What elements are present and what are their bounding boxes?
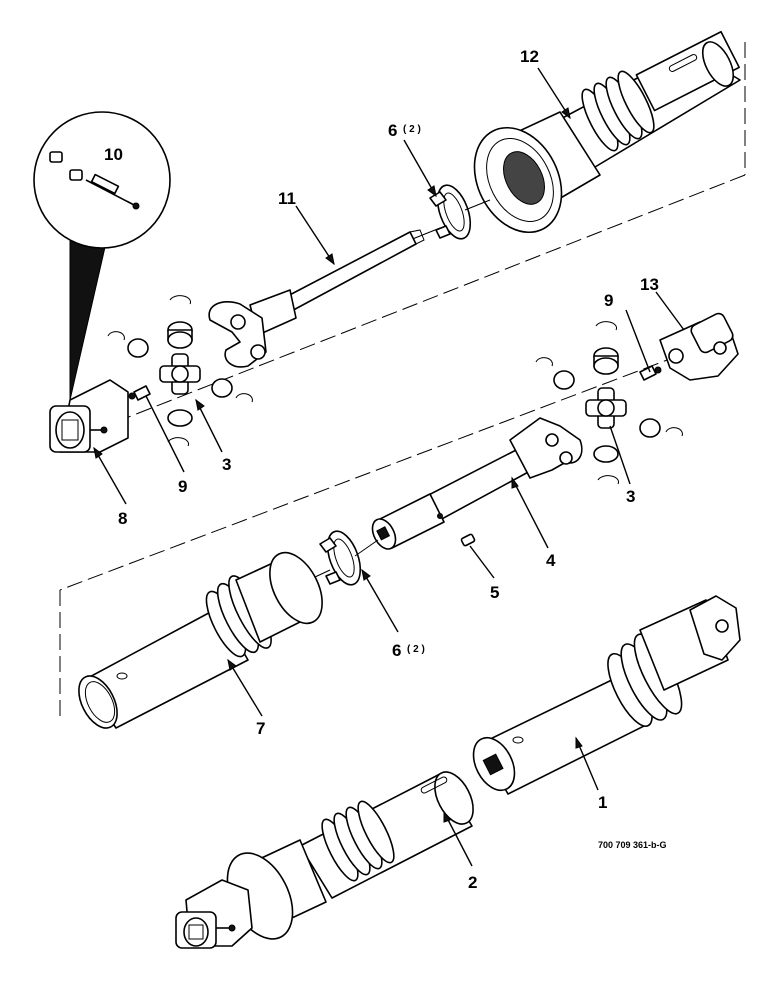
callout-6-upper: 6 [388, 121, 397, 140]
part-11-inner-shaft-yoke [208, 229, 425, 368]
part-9-grease-fitting-right [639, 365, 662, 381]
callout-3-left: 3 [222, 455, 231, 474]
part-5-set-screw [460, 533, 476, 547]
spider-cross-left [159, 353, 201, 395]
callout-6-lower-qty: ( 2 ) [407, 644, 425, 655]
detail-10-locking-pin-inset [33, 111, 171, 401]
callout-9-left: 9 [178, 477, 187, 496]
callout-7: 7 [256, 719, 265, 738]
figure-reference-code: 700 709 361-b-G [598, 840, 667, 850]
callout-12: 12 [520, 47, 539, 66]
part-7-inner-guard-half [78, 551, 323, 729]
part-1-inner-half-assembly [472, 595, 741, 795]
part-9-grease-fitting-left [128, 385, 151, 401]
callout-5: 5 [490, 583, 499, 602]
part-4-inner-tube-yoke [371, 417, 583, 550]
callout-labels: 12 6 ( 2 ) 10 11 9 13 3 9 8 3 4 5 6 ( 2 … [104, 47, 667, 892]
part-13-inner-yoke [659, 312, 739, 381]
spider-cross-right [585, 387, 627, 429]
callout-6-lower: 6 [392, 641, 401, 660]
part-8-outer-yoke [49, 379, 129, 453]
callout-8: 8 [118, 509, 127, 528]
leader-lines [93, 67, 685, 867]
part-6-retaining-ring-lower [299, 530, 379, 586]
callout-11: 11 [278, 189, 296, 208]
part-6-retaining-ring-upper [409, 184, 491, 241]
callout-13: 13 [640, 275, 659, 294]
bellows [321, 800, 395, 882]
part-3-cross-kit-left [107, 295, 253, 447]
callout-2: 2 [468, 873, 477, 892]
part-12-outer-guard-half [473, 30, 741, 234]
callout-1: 1 [598, 793, 607, 812]
callout-4: 4 [546, 551, 556, 570]
callout-3-right: 3 [626, 487, 635, 506]
bellows [581, 70, 655, 152]
part-3-cross-kit-right [535, 321, 683, 485]
assembly-boundary [59, 42, 746, 720]
callout-6-upper-qty: ( 2 ) [403, 124, 421, 135]
callout-9-right: 9 [604, 291, 613, 310]
part-2-outer-half-assembly [175, 771, 474, 949]
locking-pin-parts [49, 151, 140, 210]
callout-10: 10 [104, 145, 123, 164]
